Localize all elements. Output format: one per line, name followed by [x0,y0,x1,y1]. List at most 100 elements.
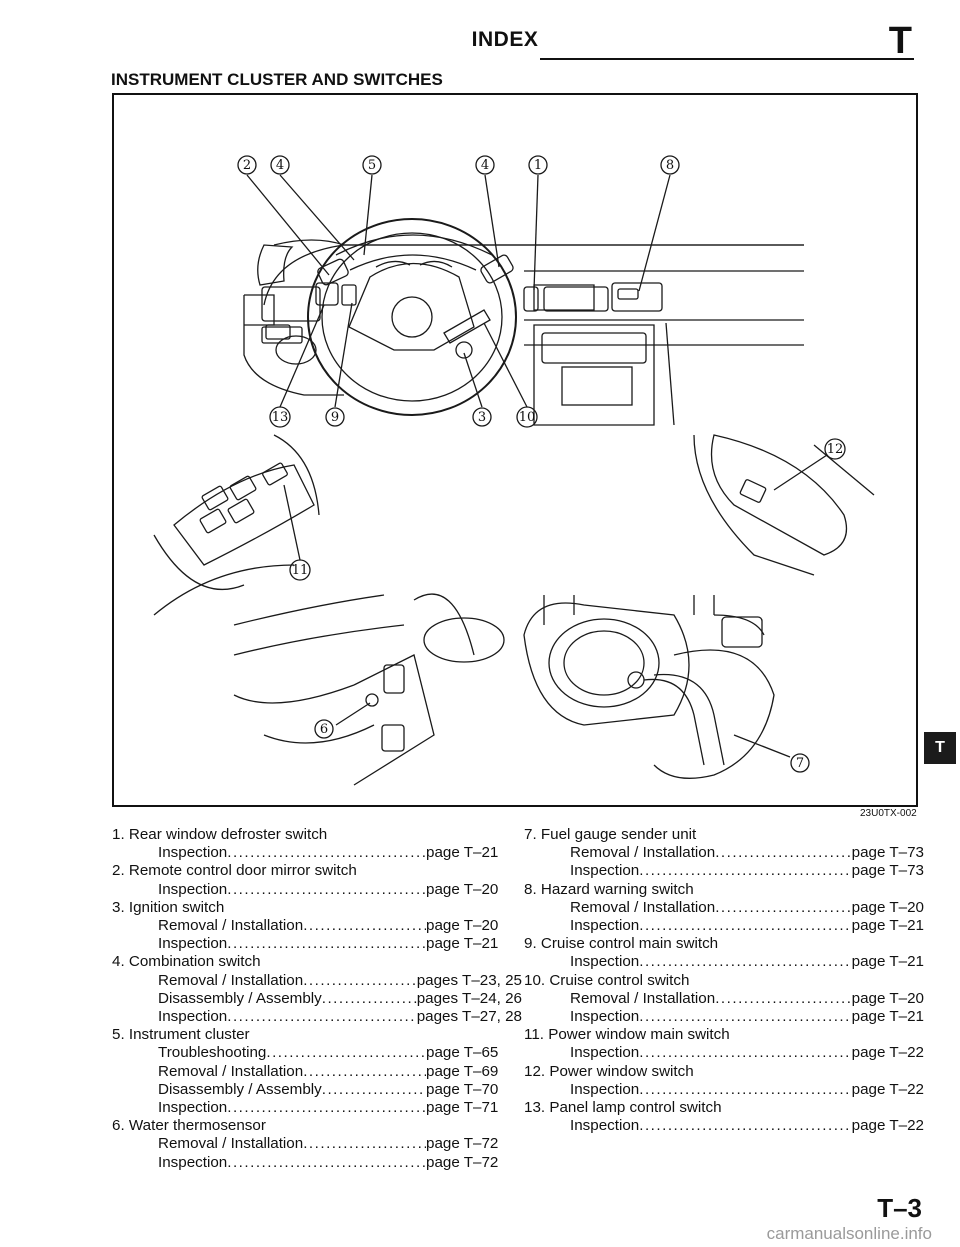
entry-name: Inspection [158,1099,228,1117]
leader-dots [227,935,426,953]
svg-text:13: 13 [272,410,289,425]
page-reference: page T–70 [426,1080,499,1098]
entry-name: Inspection [570,1117,640,1135]
index-item: 2. Remote control door mirror switch [112,862,357,880]
callout-7: 7 [790,753,810,773]
svg-text:6: 6 [320,722,328,737]
page-reference: page T–73 [851,862,924,880]
leader-dots [303,1135,426,1153]
index-entry: Inspection page T–71 [112,1099,522,1117]
index-entry: Removal / Installationpage T–69 [112,1063,522,1081]
entry-name: Inspection [158,844,228,862]
leader-dots [639,1117,849,1135]
callout-9: 9 [325,407,345,427]
leader-dots [639,1008,849,1026]
leader-dots [639,1081,849,1099]
section-tab: T [924,732,956,764]
entry-name: Inspection [570,917,640,935]
callout-3: 3 [472,407,492,427]
entry-name: Troubleshooting [158,1044,267,1062]
entry-name: Removal / Installation [158,1062,304,1080]
index-entry: Inspectionpage T–21 [112,935,522,953]
entry-name: Inspection [158,1153,228,1171]
entry-name: Removal / Installation [158,971,304,989]
entry-name: Removal / Installation [570,844,716,862]
page-reference: page T–72 [426,1153,499,1171]
index-item: 8. Hazard warning switch [524,880,694,898]
index-entry: Removal / Installation page T–20 [112,917,522,935]
page-reference: page T–20 [426,917,499,935]
index-item: 13. Panel lamp control switch [524,1099,722,1117]
section-letter: T [888,20,912,62]
svg-text:11: 11 [292,563,309,578]
callout-13: 13 [269,406,291,428]
callout-10: 10 [516,406,538,428]
entry-name: Removal / Installation [158,917,304,935]
svg-text:10: 10 [519,410,536,425]
callout-4-right: 4 [475,155,495,175]
svg-text:12: 12 [827,442,844,457]
leader-dots [227,1099,426,1117]
leader-dots [639,862,849,880]
index-entry: Inspection page T–21 [112,844,522,862]
page-reference: page T–21 [426,844,499,862]
page-reference: page T–21 [851,917,924,935]
index-entry: Inspection page T–72 [112,1154,522,1172]
index-entry: Disassembly / Assemblypage T–70 [112,1081,522,1099]
page-reference: page T–73 [851,844,924,862]
leader-dots [266,1044,426,1062]
svg-text:8: 8 [666,158,674,173]
index-entry: Removal / Installationpage T–20 [524,990,924,1008]
page-reference: page T–22 [851,1117,924,1135]
index-entry: Inspection page T–22 [524,1081,924,1099]
entry-name: Inspection [570,1080,640,1098]
dashboard-illustration: 2 4 5 4 1 8 13 9 3 10 12 11 6 7 [153,155,875,786]
leader-dots [303,1063,426,1081]
svg-text:9: 9 [331,410,339,425]
power-window-switch-drawing [693,434,875,576]
header-rule [540,58,914,60]
leader-dots [639,1044,849,1062]
entry-name: Inspection [158,1008,228,1026]
leader-dots [322,990,417,1008]
leader-dots [227,881,426,899]
leader-dots [639,953,849,971]
leader-dots [715,899,849,917]
svg-text:5: 5 [368,158,376,173]
leader-dots [227,844,426,862]
callout-4-left: 4 [270,155,290,175]
entry-name: Inspection [158,880,228,898]
index-entry: Disassembly / Assemblypages T–24, 26 [112,990,522,1008]
entry-name: Removal / Installation [570,898,716,916]
page-reference: page T–21 [851,1008,924,1026]
page-reference: page T–71 [426,1099,499,1117]
index-item: 5. Instrument cluster [112,1026,250,1044]
callout-6: 6 [314,719,334,739]
illustration-frame: 2 4 5 4 1 8 13 9 3 10 12 11 6 7 [112,93,918,807]
callout-labels: 2 4 5 4 1 8 13 9 3 10 12 11 6 7 [237,155,846,773]
svg-text:2: 2 [243,158,251,173]
index-entry: Inspectionpage T–21 [524,1008,924,1026]
index-entry: Removal / Installationpages T–23, 25 [112,972,522,990]
page-reference: page T–20 [851,898,924,916]
callout-leaders [246,174,828,758]
power-window-main-switch-drawing [153,434,320,616]
leader-dots [715,990,849,1008]
leader-dots [303,917,426,935]
callout-11: 11 [289,559,311,581]
page-reference: page T–20 [851,989,924,1007]
section-title: INSTRUMENT CLUSTER AND SWITCHES [111,70,443,89]
index-item: 7. Fuel gauge sender unit [524,826,697,843]
page-number: T–3 [877,1193,922,1223]
index-item: 11. Power window main switch [524,1026,730,1044]
callout-8: 8 [660,155,680,175]
entry-name: Inspection [570,1044,640,1062]
page-reference: page T–22 [851,1080,924,1098]
index-entry: Removal / Installation page T–20 [524,899,924,917]
index-entry: Inspectionpage T–22 [524,1044,924,1062]
callout-1: 1 [528,155,548,175]
leader-dots [322,1081,426,1099]
page-reference: page T–65 [426,1044,499,1062]
